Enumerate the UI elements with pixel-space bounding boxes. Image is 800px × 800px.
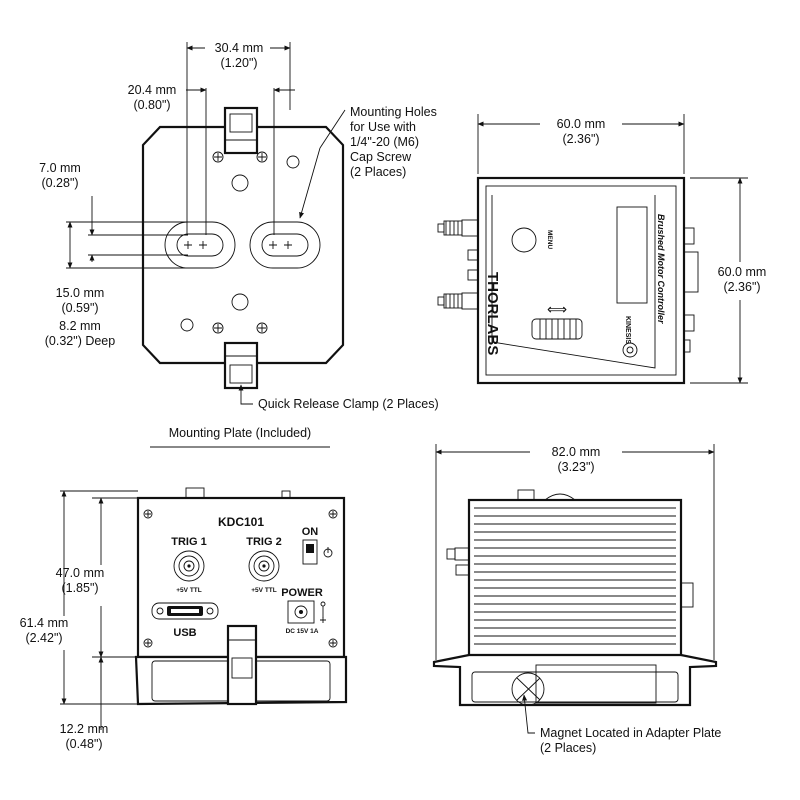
rear-panel-view: KDC101 TRIG 1 +5V TTL TRIG 2 +5V TTL ON … — [20, 487, 348, 751]
trig2-label: TRIG 2 — [246, 536, 281, 548]
dim-61-in-label: (2.42") — [25, 631, 62, 645]
model-label: KDC101 — [218, 515, 264, 529]
display-window — [616, 206, 648, 304]
holes-note-5: (2 Places) — [350, 165, 406, 179]
holes-note-3: 1/4"-20 (M6) — [350, 135, 419, 149]
clamp-note: Quick Release Clamp (2 Places) — [258, 397, 439, 411]
dim-82-in-label: (3.23") — [557, 460, 594, 474]
kinesis-label: KINESIS — [624, 316, 631, 344]
gear-icon — [622, 342, 638, 358]
dim-7-label: 7.0 mm — [39, 161, 81, 175]
jog-arrow-icon: ⟺ — [547, 301, 567, 317]
mounting-slot-right — [249, 221, 321, 269]
screw-icon — [143, 509, 338, 648]
magnet-note-2: (2 Places) — [540, 741, 596, 755]
bnc-connector-icon — [437, 219, 479, 310]
holes-note-4: Cap Screw — [350, 150, 412, 164]
dim-height-label: 60.0 mm — [718, 265, 767, 279]
dim-30-in-label: (1.20") — [220, 56, 257, 70]
dim-height-in-label: (2.36") — [723, 280, 760, 294]
dim-47-in-label: (1.85") — [61, 581, 98, 595]
dim-8-label: 8.2 mm — [59, 319, 101, 333]
dim-47-label: 47.0 mm — [56, 566, 105, 580]
top-view: MENU ⟺ THORLABS Brushed Motor Controller… — [437, 114, 767, 385]
dim-7-in-label: (0.28") — [41, 176, 78, 190]
polarity-icon — [320, 601, 326, 623]
dim-width-in-label: (2.36") — [562, 132, 599, 146]
dim-15-in-label: (0.59") — [61, 301, 98, 315]
side-view: 82.0 mm (3.23") Magnet Located in Adapte… — [432, 444, 721, 755]
dim-12-in-label: (0.48") — [65, 737, 102, 751]
holes-note-2: for Use with — [350, 120, 416, 134]
product-label: Brushed Motor Controller — [656, 214, 666, 324]
dim-20-in-label: (0.80") — [133, 98, 170, 112]
dim-82-label: 82.0 mm — [552, 445, 601, 459]
trig1-label: TRIG 1 — [171, 536, 206, 548]
dim-30-label: 30.4 mm — [215, 41, 264, 55]
trig2-ttl-label: +5V TTL — [251, 587, 276, 594]
mounting-slot-left — [164, 221, 236, 269]
magnet — [511, 672, 545, 706]
dc-power-jack — [287, 600, 315, 624]
trig1-ttl-label: +5V TTL — [176, 587, 201, 594]
dc-rating-label: DC 15V 1A — [286, 628, 319, 635]
mounting-plate-view: 30.4 mm (1.20") 20.4 mm (0.80") Mounting… — [39, 41, 439, 448]
dim-8-in-label: (0.32") Deep — [45, 334, 115, 348]
dim-width-label: 60.0 mm — [557, 117, 606, 131]
jog-wheel — [531, 318, 583, 340]
holes-note-1: Mounting Holes — [350, 105, 437, 119]
dim-12-label: 12.2 mm — [60, 722, 109, 736]
screw-icon — [212, 151, 268, 334]
trig1-connector — [173, 550, 205, 582]
magnet-note: Magnet Located in Adapter Plate — [540, 726, 721, 740]
dim-61-label: 61.4 mm — [20, 616, 69, 630]
power-switch — [302, 539, 318, 565]
usb-label: USB — [173, 627, 196, 639]
menu-label: MENU — [546, 230, 553, 249]
menu-button — [511, 227, 537, 253]
mounting-plate-caption: Mounting Plate (Included) — [169, 426, 311, 440]
trig2-connector — [248, 550, 280, 582]
power-label: POWER — [281, 587, 323, 599]
usb-port — [151, 602, 219, 620]
on-label: ON — [302, 526, 319, 538]
dim-20-label: 20.4 mm — [128, 83, 177, 97]
brand-label: THORLABS — [484, 272, 501, 355]
power-icon — [323, 547, 333, 558]
dim-15-label: 15.0 mm — [56, 286, 105, 300]
